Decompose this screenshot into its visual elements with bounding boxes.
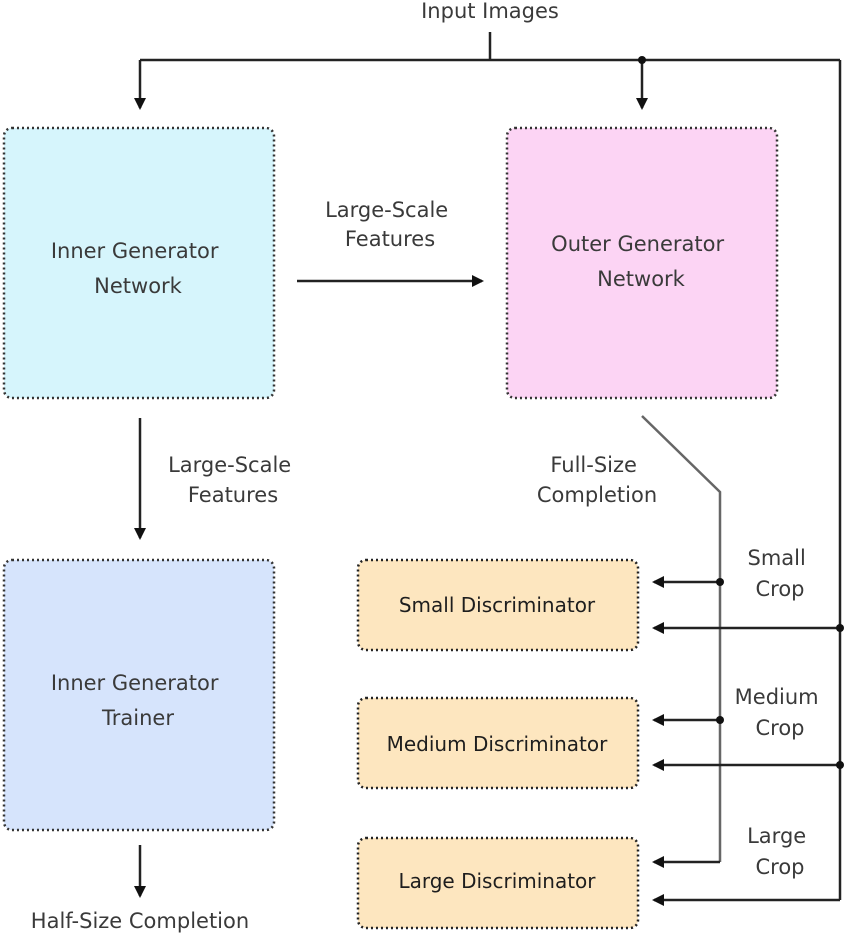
input-images-label: Input Images xyxy=(421,0,559,23)
inner-trainer-node: Inner Generator Trainer xyxy=(2,558,276,832)
outer-generator-node: Outer Generator Network xyxy=(505,126,779,400)
outer-generator-line-1: Outer Generator xyxy=(551,232,724,256)
svg-text:Outer Generator Network: Outer Generator Network xyxy=(551,232,731,291)
full-size-label-2: Completion xyxy=(537,483,657,507)
inner-to-outer-edge: Large-Scale Features xyxy=(297,198,484,287)
svg-text:Large-Scale Features: Large-Scale Features xyxy=(168,453,298,507)
large-crop-label-1: Large xyxy=(747,824,806,848)
large-crop-label-2: Crop xyxy=(755,855,804,879)
inner-to-outer-label-2: Features xyxy=(345,227,435,251)
inner-to-trainer-edge: Large-Scale Features xyxy=(134,418,298,540)
input-wires xyxy=(134,32,842,900)
small-discriminator-label: Small Discriminator xyxy=(399,593,596,617)
medium-discriminator-node: Medium Discriminator xyxy=(356,696,640,790)
inner-generator-line-2: Network xyxy=(94,274,183,298)
inner-generator-line-1: Inner Generator xyxy=(51,239,219,263)
svg-text:Medium Crop: Medium Crop xyxy=(735,685,826,740)
medium-crop-label-2: Crop xyxy=(755,716,804,740)
inner-trainer-line-2: Trainer xyxy=(101,706,174,730)
half-size-edge: Half-Size Completion xyxy=(31,845,249,933)
large-discriminator-node: Large Discriminator xyxy=(356,836,640,930)
svg-text:Large Crop: Large Crop xyxy=(747,824,813,879)
svg-text:Inner Generator Trainer: Inner Generator Trainer xyxy=(51,671,225,730)
medium-discriminator-label: Medium Discriminator xyxy=(387,732,609,756)
outer-generator-line-2: Network xyxy=(597,267,686,291)
half-size-label: Half-Size Completion xyxy=(31,909,249,933)
full-size-edge: Full-Size Completion xyxy=(537,415,722,862)
medium-crop-label-1: Medium xyxy=(735,685,819,709)
inner-to-trainer-label-2: Features xyxy=(188,483,278,507)
inner-trainer-line-1: Inner Generator xyxy=(51,671,219,695)
svg-text:Inner Generator Network: Inner Generator Network xyxy=(51,239,225,298)
inner-to-trainer-label-1: Large-Scale xyxy=(168,453,291,477)
crops-to-discriminators xyxy=(652,622,844,906)
small-crop-label-2: Crop xyxy=(755,577,804,601)
small-discriminator-node: Small Discriminator xyxy=(356,558,640,652)
large-discriminator-label: Large Discriminator xyxy=(398,869,596,893)
svg-text:Small Crop: Small Crop xyxy=(747,546,812,601)
completion-to-discriminators xyxy=(652,576,724,868)
full-size-label-1: Full-Size xyxy=(550,453,637,477)
small-crop-label-1: Small xyxy=(747,546,805,570)
svg-text:Full-Size Completion: Full-Size Completion xyxy=(537,453,657,507)
svg-text:Large-Scale Features: Large-Scale Features xyxy=(325,198,455,251)
inner-generator-node: Inner Generator Network xyxy=(2,126,276,400)
inner-to-outer-label-1: Large-Scale xyxy=(325,198,448,222)
